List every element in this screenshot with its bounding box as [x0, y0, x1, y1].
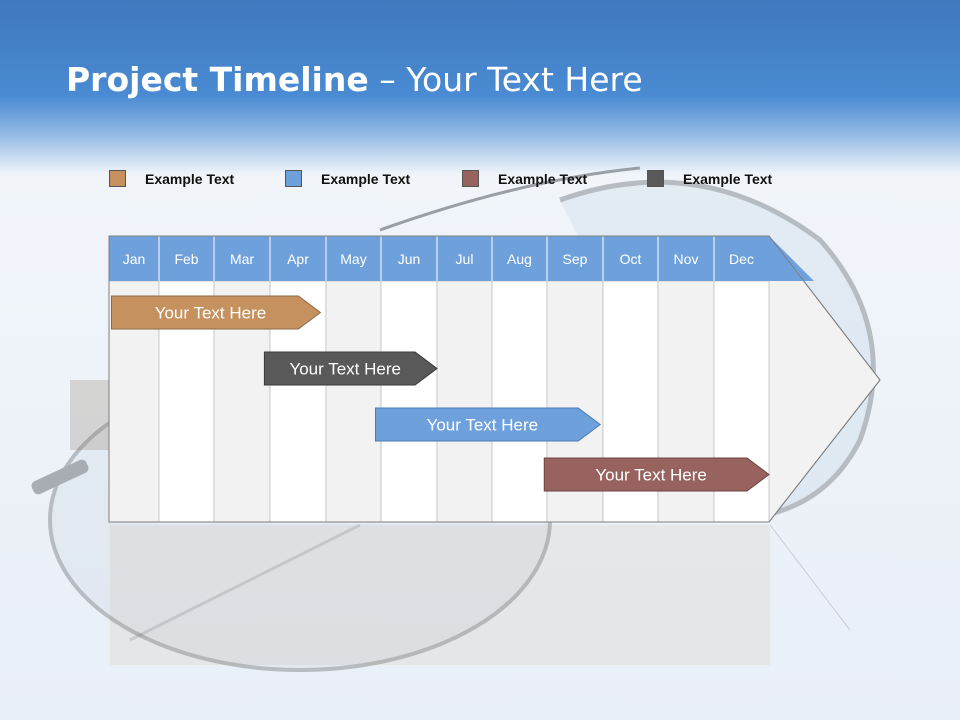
month-column-jun	[380, 280, 438, 523]
month-label-jul: Jul	[456, 251, 474, 267]
legend-item-3: Example Text	[462, 170, 587, 187]
legend-item-1: Example Text	[109, 170, 234, 187]
month-label-apr: Apr	[287, 251, 309, 267]
legend-swatch-3	[462, 170, 479, 187]
sunglasses-hinge	[31, 459, 89, 495]
legend-label-3: Example Text	[498, 170, 588, 187]
title-bold: Project Timeline	[66, 60, 369, 99]
month-label-dec: Dec	[729, 251, 754, 267]
legend-swatch-1	[109, 170, 126, 187]
reflection-shadow	[769, 524, 851, 631]
task-bar-3	[375, 407, 602, 442]
task-bar-label-2: Your Text Here	[289, 360, 401, 379]
task-bar-2	[263, 351, 438, 386]
task-bar-label-1: Your Text Here	[155, 304, 267, 323]
month-label-jun: Jun	[398, 251, 421, 267]
month-label-sep: Sep	[563, 251, 588, 267]
month-label-nov: Nov	[674, 251, 699, 267]
legend-label-1: Example Text	[145, 170, 235, 187]
month-label-aug: Aug	[507, 251, 532, 267]
month-label-mar: Mar	[230, 251, 254, 267]
legend-item-2: Example Text	[285, 170, 410, 187]
month-column-aug	[491, 280, 548, 523]
month-label-oct: Oct	[620, 251, 642, 267]
legend-label-4: Example Text	[683, 170, 773, 187]
task-bar-label-3: Your Text Here	[427, 416, 539, 435]
timeline-arrow-outline	[108, 235, 881, 523]
title-rest: – Your Text Here	[368, 60, 643, 99]
legend-label-2: Example Text	[321, 170, 411, 187]
legend-item-4: Example Text	[647, 170, 772, 187]
month-label-feb: Feb	[174, 251, 198, 267]
month-column-may	[325, 280, 382, 523]
month-band-arrow-head	[769, 236, 814, 281]
month-label-jan: Jan	[123, 251, 146, 267]
legend: Example Text Example Text Example Text E…	[0, 170, 960, 194]
building-reflection	[70, 380, 110, 450]
reflection-rails	[129, 523, 361, 642]
legend-swatch-2	[285, 170, 302, 187]
task-bar-1	[111, 295, 322, 330]
month-column-jul	[436, 280, 493, 523]
task-bar-4	[543, 457, 770, 492]
header-band	[0, 0, 960, 175]
lens-reflection	[110, 525, 770, 665]
month-label-may: May	[340, 251, 366, 267]
legend-swatch-4	[647, 170, 664, 187]
month-band	[109, 236, 769, 281]
sunglasses-temple	[379, 166, 641, 232]
task-bar-label-4: Your Text Here	[595, 466, 707, 485]
page-title: Project Timeline – Your Text Here	[66, 60, 643, 99]
